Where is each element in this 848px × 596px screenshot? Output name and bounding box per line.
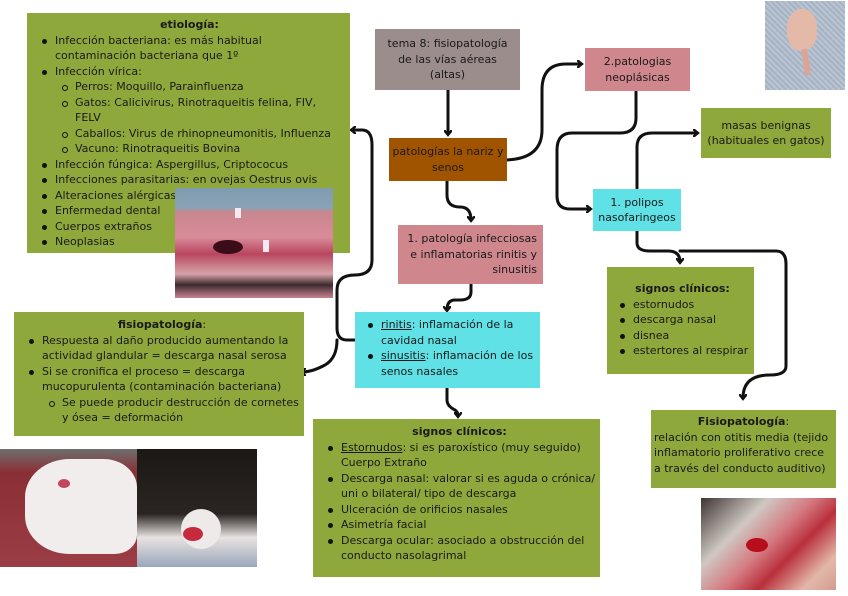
pathophysiology-subitem: Se puede producir destrucción de cornete… xyxy=(49,395,299,424)
oral-exam-photo xyxy=(701,498,836,590)
viral-subitem: Perros: Moquillo, Parainfluenza xyxy=(62,79,342,95)
polyp-pathophysiology-box: Fisiopatología: relación con otitis medi… xyxy=(651,410,836,488)
connector-infectious-to-definitions xyxy=(447,282,473,310)
definitions-box: rinitis: inflamación de la cavidad nasal… xyxy=(355,312,540,388)
rhinitis-sign-item: Ulceración de orificios nasales xyxy=(328,502,596,518)
polyps-box: 1. polipos nasofaringeos xyxy=(593,189,681,231)
etiology-title: etiología: xyxy=(160,18,219,31)
pathophysiology-item: Si se cronifica el proceso = descarga mu… xyxy=(29,364,299,424)
etiology-item: Enfermedad dental xyxy=(42,203,342,219)
etiology-item: Neoplasias xyxy=(42,234,342,250)
polyp-pathophysiology-text: relación con otitis media (tejido inflam… xyxy=(654,430,829,475)
etiology-item: Infección vírica: Perros: Moquillo, Para… xyxy=(42,64,342,157)
root-branch-label: patologías la nariz y senos xyxy=(392,145,504,174)
rabbit-photo xyxy=(0,449,137,567)
definition-item: sinusitis: inflamación de los senos nasa… xyxy=(368,348,536,379)
connector-neoplastic-to-polyps xyxy=(555,90,638,209)
rhinitis-sign-item: Estornudos: si es paroxístico (muy segui… xyxy=(328,440,596,471)
polyp-specimen-photo xyxy=(765,1,845,90)
polyp-sign-item: estornudos xyxy=(620,297,750,313)
polyp-signs-title: signos clínicos: xyxy=(635,282,730,295)
etiology-item: Infección fúngica: Aspergillus, Criptoco… xyxy=(42,157,342,173)
polyps-label: 1. polipos nasofaringeos xyxy=(598,195,676,225)
connector-polyps-to-signs xyxy=(635,229,680,262)
connector-polyps-to-benign xyxy=(635,133,697,190)
etiology-item: Alteraciones alérgicas xyxy=(42,188,342,204)
polyp-pathophysiology-title: Fisiopatología xyxy=(697,415,786,428)
nasal-cavity-section-photo xyxy=(175,188,333,298)
neoplastic-branch-box: 2.patologias neoplásicas xyxy=(585,48,690,91)
definition-term: rinitis xyxy=(381,318,412,331)
connector-definitions-to-pathophysiology xyxy=(302,338,339,372)
pathophysiology-title: fisiopatología xyxy=(117,318,203,331)
viral-subitem: Vacuno: Rinotraqueitis Bovina xyxy=(62,141,342,157)
rhinitis-sign-item: Descarga ocular: asociado a obstrucción … xyxy=(328,533,596,564)
etiology-item: Infecciones parasitarias: en ovejas Oest… xyxy=(42,172,342,188)
polyp-sign-item: estertores al respirar xyxy=(620,344,749,357)
neoplastic-branch-label: 2.patologias neoplásicas xyxy=(603,55,672,84)
definition-item: rinitis: inflamación de la cavidad nasal xyxy=(368,317,536,348)
infectious-branch-label: 1. patología infecciosas e inflamatorias… xyxy=(407,232,537,276)
rhinitis-sign-item: Asimetría facial xyxy=(328,517,596,533)
pathophysiology-box: fisiopatología: Respuesta al daño produc… xyxy=(14,312,304,436)
viral-subitem: Caballos: Virus de rhinopneumonitis, Inf… xyxy=(62,126,342,142)
infectious-branch-box: 1. patología infecciosas e inflamatorias… xyxy=(398,225,543,284)
viral-subitem: Gatos: Calicivirus, Rinotraqueitis felin… xyxy=(62,95,342,126)
polyp-sign-item: disnea xyxy=(620,328,750,344)
polyp-signs-box: signos clínicos: estornudos descarga nas… xyxy=(607,267,754,374)
connector-definitions-to-etiology xyxy=(335,130,374,342)
etiology-item: Infección bacteriana: es más habitual co… xyxy=(42,33,342,64)
cat-nose-photo xyxy=(137,449,257,567)
rhinitis-sign-item: Descarga nasal: valorar si es aguda o cr… xyxy=(328,471,596,500)
connector-root-to-neoplastic xyxy=(501,64,581,162)
benign-masses-box: masas benignas (habituales en gatos) xyxy=(701,108,831,158)
connector-polyps-to-pathophysiology xyxy=(678,249,788,398)
polyp-sign-item: descarga nasal xyxy=(620,312,750,328)
benign-masses-label: masas benignas (habituales en gatos) xyxy=(707,118,825,148)
connector-definitions-to-signs xyxy=(445,386,458,416)
etiology-item: Cuerpos extraños xyxy=(42,219,342,235)
rhinitis-signs-title: signos clínicos: xyxy=(412,425,507,438)
pathophysiology-item: Respuesta al daño producido aumentando l… xyxy=(29,333,300,364)
main-topic: tema 8: fisiopatología de las vías aérea… xyxy=(387,37,508,82)
root-branch-box: patologías la nariz y senos xyxy=(389,138,507,181)
definition-term: sinusitis xyxy=(381,349,426,362)
rhinitis-signs-box: signos clínicos: Estornudos: si es parox… xyxy=(313,419,600,577)
connector-root-to-infectious xyxy=(445,179,471,220)
main-topic-box: tema 8: fisiopatología de las vías aérea… xyxy=(375,29,520,90)
